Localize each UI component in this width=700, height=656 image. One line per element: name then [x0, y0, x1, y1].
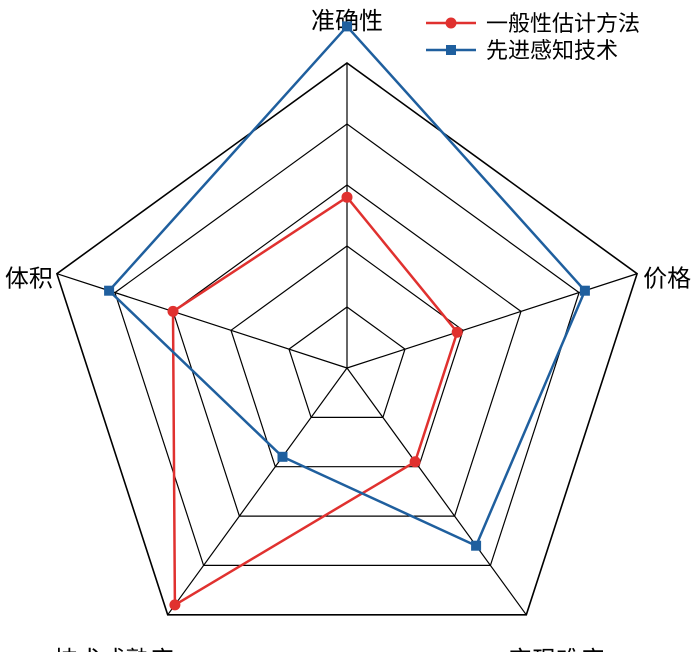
axis-label-2: 实现难度 — [508, 646, 604, 652]
axis-labels: 准确性价格实现难度技术成熟度体积 — [5, 7, 691, 656]
series-0 — [167, 191, 463, 611]
grid-ring-1 — [288, 306, 406, 418]
legend-swatch-marker-1 — [446, 45, 456, 55]
series-1 — [104, 21, 590, 551]
grid-ring-5 — [55, 62, 639, 616]
grid-spoke-1 — [346, 273, 638, 369]
series-0-line — [171, 195, 459, 607]
series-0-point-2 — [409, 456, 421, 468]
data-series — [104, 21, 590, 611]
axis-label-3: 技术成熟度 — [54, 646, 174, 652]
legend-item-0: 一般性估计方法 — [426, 12, 640, 37]
series-0-point-0 — [341, 191, 353, 203]
series-1-point-4 — [104, 285, 115, 296]
radar-grid — [55, 62, 639, 616]
grid-spoke-3 — [167, 367, 348, 616]
legend-label-1: 先进感知技术 — [486, 39, 618, 64]
grid-spoke-4 — [56, 273, 348, 369]
legend-item-1: 先进感知技术 — [426, 39, 618, 64]
legend-swatch-marker-0 — [445, 17, 457, 29]
grid-ring-4 — [114, 123, 580, 567]
series-1-point-3 — [277, 451, 288, 462]
series-1-line — [107, 25, 587, 547]
grid-ring-3 — [172, 184, 522, 517]
series-0-point-3 — [169, 599, 181, 611]
legend-label-0: 一般性估计方法 — [486, 12, 640, 37]
series-1-point-0 — [342, 21, 352, 32]
grid-spoke-2 — [346, 367, 527, 616]
axis-label-4: 体积 — [5, 265, 53, 293]
series-1-point-1 — [579, 285, 590, 296]
series-1-point-2 — [471, 540, 482, 551]
series-0-point-1 — [451, 326, 463, 338]
axis-label-1: 价格 — [643, 265, 691, 293]
series-0-point-4 — [167, 305, 179, 317]
